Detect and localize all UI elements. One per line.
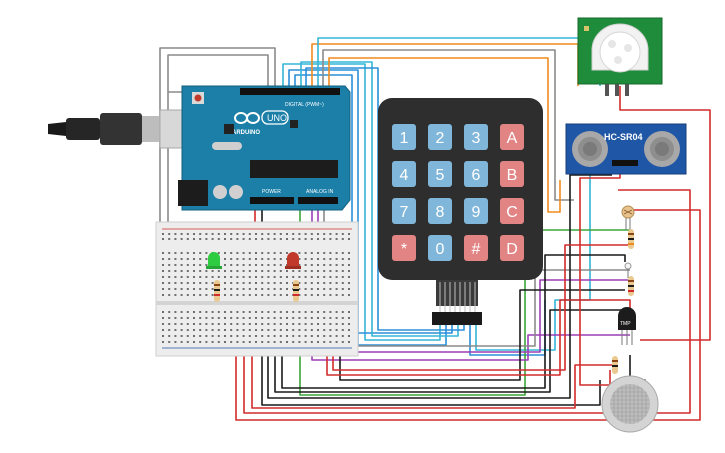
green-led[interactable] [206,252,222,269]
wire-black-6[interactable] [281,254,626,389]
wire-red-5[interactable] [332,244,630,371]
wire-black-4[interactable] [267,174,612,399]
wire-blue-2[interactable] [294,74,453,334]
digital-header [240,88,340,95]
wire-black-7[interactable] [339,289,625,381]
keypad-key-label: * [401,241,407,258]
keypad-key-label: 3 [472,130,481,147]
power-jack[interactable] [178,180,208,206]
keypad-key-3[interactable]: 3 [464,124,488,150]
keypad-key-a[interactable]: A [500,124,524,150]
resistor-led-red[interactable] [293,280,299,302]
breadboard[interactable] [155,221,359,357]
usb-cable[interactable] [0,0,201,149]
wire-red-1[interactable] [235,209,701,421]
small-sensor[interactable] [624,262,632,278]
red-led[interactable] [285,252,301,269]
keypad-key-star[interactable]: * [392,235,416,261]
arduino-model-label: UNO [267,113,287,123]
resistor-sensor-2[interactable] [628,276,634,296]
wire-gray-5[interactable] [322,49,574,201]
arduino-infinity-logo-icon [234,112,260,124]
keypad-key-label: 7 [400,204,409,221]
wire-blue-1[interactable] [288,69,447,346]
keypad-key-4[interactable]: 4 [392,161,416,187]
keypad-key-label: 5 [436,167,445,184]
keypad-key-label: 2 [436,130,445,147]
usb-cable-icon [48,122,66,136]
keypad-key-label: 1 [400,130,409,147]
keypad-key-7[interactable]: 7 [392,198,416,224]
keypad-key-6[interactable]: 6 [464,161,488,187]
wire-cyan-1[interactable] [282,63,441,341]
keypad-4x4[interactable]: 1 2 3 A 4 5 6 B 7 8 9 C * 0 # D [378,98,543,325]
wire-cyan-2[interactable] [300,61,459,337]
keypad-keys: 1 2 3 A 4 5 6 B 7 8 9 C * 0 # D [392,124,524,261]
wire-gray-1[interactable] [167,54,269,93]
power-header [250,197,294,204]
wire-red-4[interactable] [326,299,631,376]
power-label: POWER [262,189,281,195]
wire-gray-2[interactable] [159,47,276,92]
keypad-key-8[interactable]: 8 [428,198,452,224]
analog-header [298,197,338,204]
breadboard-holes [162,233,350,343]
keypad-key-label: C [506,204,518,221]
keypad-key-label: 0 [436,241,445,258]
keypad-key-label: 6 [472,167,481,184]
keypad-key-c[interactable]: C [500,198,524,224]
keypad-key-label: 4 [400,167,409,184]
gas-sensor[interactable] [601,356,659,433]
temperature-sensor[interactable]: TMP [618,307,636,345]
wire-orange-2[interactable] [328,57,561,213]
arduino-uno-board[interactable]: DIGITAL (PWM~) UNO ARDUINO POWER ANALOG … [178,85,351,211]
ultrasonic-sensor[interactable]: HC-SR04 [565,123,687,175]
keypad-key-label: D [506,241,518,258]
ultrasonic-label: HC-SR04 [604,132,643,142]
analog-in-label: ANALOG IN [306,189,334,195]
keypad-key-d[interactable]: D [500,235,524,261]
resistor-ldr[interactable] [628,229,634,249]
digital-pwm-label: DIGITAL (PWM~) [285,102,324,108]
keypad-key-b[interactable]: B [500,161,524,187]
photoresistor[interactable] [621,205,635,230]
keypad-key-0[interactable]: 0 [428,235,452,261]
wire-red-6[interactable] [619,86,711,341]
keypad-key-hash[interactable]: # [464,235,488,261]
keypad-key-label: 9 [472,204,481,221]
wire-red-7[interactable] [579,165,621,386]
pir-motion-sensor[interactable] [577,17,663,96]
atmega-chip [250,160,338,178]
keypad-header-connector [432,312,482,325]
keypad-key-label: B [507,167,518,184]
resistor-led-green[interactable] [214,280,220,302]
temperature-sensor-label: TMP [620,321,631,327]
keypad-key-label: A [507,130,518,147]
wire-red-3[interactable] [251,345,615,409]
keypad-ribbon-cable [436,280,478,312]
keypad-key-label: 8 [436,204,445,221]
keypad-key-1[interactable]: 1 [392,124,416,150]
arduino-brand-label: ARDUINO [232,130,260,136]
keypad-key-label: # [472,241,481,258]
crystal-oscillator [212,142,242,150]
keypad-key-5[interactable]: 5 [428,161,452,187]
keypad-key-9[interactable]: 9 [464,198,488,224]
wire-black-3[interactable] [261,345,601,406]
keypad-key-2[interactable]: 2 [428,124,452,150]
wire-red-2[interactable] [243,189,691,414]
